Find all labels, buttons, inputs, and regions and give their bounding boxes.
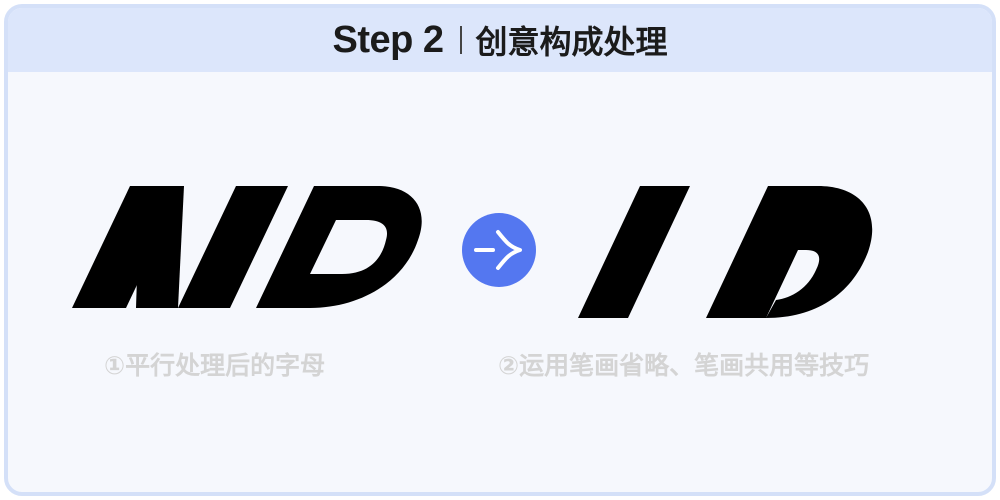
n-right-stroke bbox=[178, 186, 288, 308]
step-title: 创意构成处理 bbox=[475, 23, 668, 61]
n-diagonal-stroke bbox=[136, 186, 184, 308]
d-bowl-shared bbox=[706, 186, 873, 318]
left-caption: ①平行处理后的字母 bbox=[104, 351, 326, 380]
d-bowl bbox=[256, 186, 422, 308]
nd-logo bbox=[72, 186, 422, 308]
step-label: Step 2 bbox=[332, 18, 444, 61]
i-stroke bbox=[578, 186, 690, 318]
right-caption: ②运用笔画省略、笔画共用等技巧 bbox=[498, 351, 870, 380]
merge-arrow-icon bbox=[462, 213, 536, 287]
header-divider bbox=[459, 26, 462, 54]
step-header: Step 2 创意构成处理 bbox=[8, 8, 992, 72]
id-logo bbox=[578, 186, 873, 318]
